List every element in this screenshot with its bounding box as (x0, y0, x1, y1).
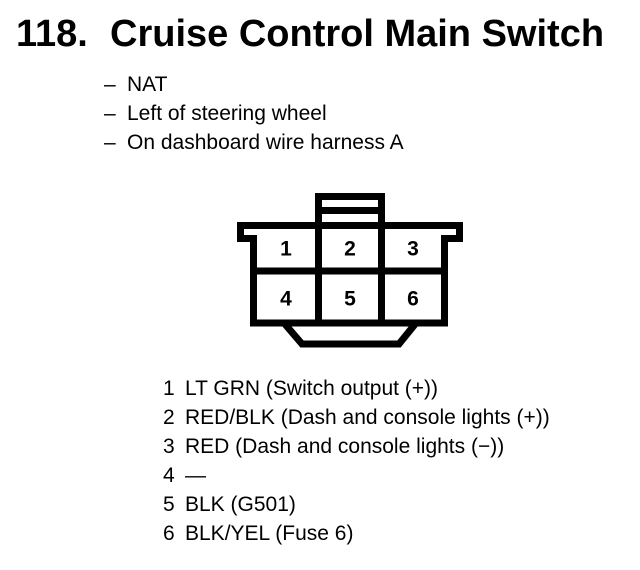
pin-row: 4 — (0, 461, 640, 490)
pin-description: BLK (G501) (185, 493, 296, 516)
cell-grid (253, 225, 445, 323)
pin-row: 3 RED (Dash and console lights (−)) (0, 432, 640, 461)
pin-number: 3 (163, 435, 175, 458)
pin-number-cell: 4 (280, 288, 292, 311)
dash-bullet: – (104, 131, 116, 154)
pin-number-cell: 1 (280, 238, 292, 261)
pin-row: 2 RED/BLK (Dash and console lights (+)) (0, 403, 640, 432)
pin-legend: 1 LT GRN (Switch output (+)) 2 RED/BLK (… (0, 374, 640, 548)
pin-number-cell: 2 (344, 238, 356, 261)
pin-number: 5 (163, 493, 175, 516)
pin-number: 6 (163, 522, 175, 545)
lock-tab (315, 193, 385, 323)
item-title: Cruise Control Main Switch (110, 13, 605, 55)
pin-number: 1 (163, 377, 175, 400)
pin-row: 5 BLK (G501) (0, 490, 640, 519)
note-text: On dashboard wire harness A (127, 131, 404, 154)
note-text: NAT (127, 73, 168, 96)
pin-number-cell: 3 (407, 238, 419, 261)
bottom-key (276, 319, 424, 348)
note-item: –NAT (104, 70, 404, 99)
pin-number: 4 (163, 464, 175, 487)
pin-number-cell: 5 (344, 288, 356, 311)
pin-description: RED (Dash and console lights (−)) (185, 435, 505, 458)
pin-description: RED/BLK (Dash and console lights (+)) (185, 406, 550, 429)
pin-row: 1 LT GRN (Switch output (+)) (0, 374, 640, 403)
dash-bullet: – (104, 73, 116, 96)
pin-number-cell: 6 (407, 288, 419, 311)
location-notes: –NAT –Left of steering wheel –On dashboa… (104, 70, 404, 157)
note-text: Left of steering wheel (127, 102, 327, 125)
pin-row: 6 BLK/YEL (Fuse 6) (0, 519, 640, 548)
item-number: 118. (16, 13, 88, 55)
note-item: –On dashboard wire harness A (104, 128, 404, 157)
pin-description: LT GRN (Switch output (+)) (185, 377, 439, 400)
pin-description: BLK/YEL (Fuse 6) (185, 522, 354, 545)
pin-number: 2 (163, 406, 175, 429)
note-item: –Left of steering wheel (104, 99, 404, 128)
page-title: 118. Cruise Control Main Switch (0, 12, 640, 56)
dash-bullet: – (104, 102, 116, 125)
pin-description: — (185, 464, 206, 487)
